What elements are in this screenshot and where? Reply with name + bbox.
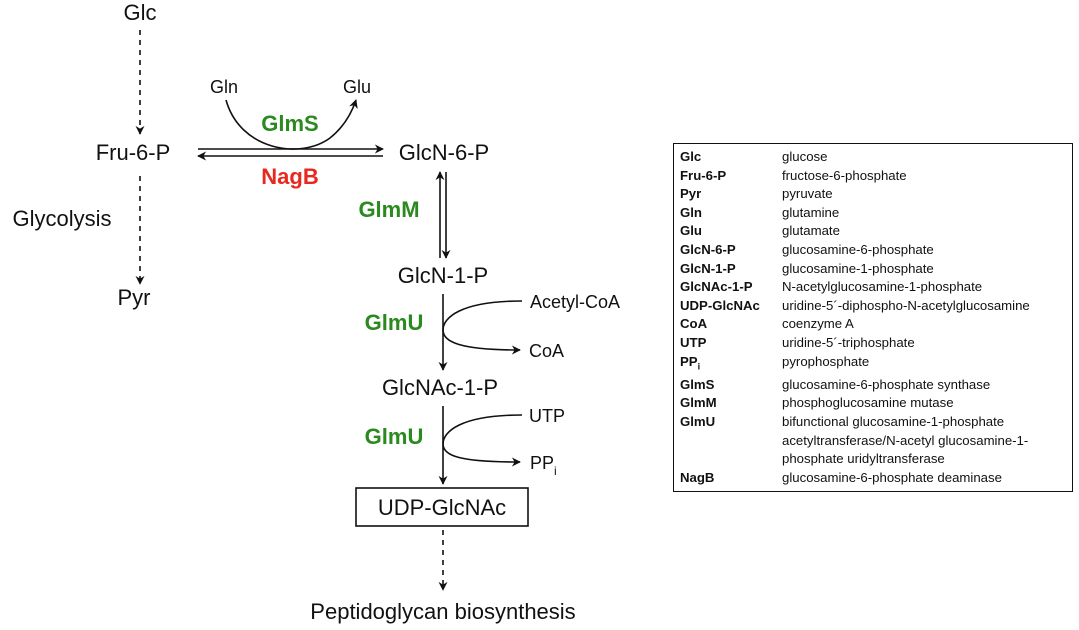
legend-definition: glucosamine-6-phosphate synthase — [782, 376, 991, 392]
legend-row: Glc glucose — [680, 148, 1066, 167]
legend-definition: uridine-5´-triphosphate — [782, 334, 915, 350]
legend-abbr: UDP-GlcNAc — [680, 297, 760, 313]
node-fru6p: Fru-6-P — [96, 140, 171, 165]
legend-row: GlmS glucosamine-6-phosphate synthase — [680, 376, 1066, 395]
legend-abbr: Glc — [680, 149, 702, 164]
legend-abbr: GlcN-6-P — [680, 241, 736, 257]
utp-ppi-arc — [442, 414, 523, 467]
legend-abbr: Fru-6-P — [680, 167, 727, 183]
enzyme-glmu-1: GlmU — [365, 310, 424, 335]
legend-abbr: GlcNAc-1-P — [680, 279, 753, 295]
legend-definition: phosphoglucosamine mutase — [782, 395, 954, 411]
legend-definition: fructose-6-phosphate — [782, 167, 907, 183]
enzyme-glmu-2: GlmU — [365, 424, 424, 449]
legend-row: UTP uridine-5´-triphosphate — [680, 334, 1066, 353]
legend-row: UDP-GlcNAc uridine-5´-diphospho-N-acetylg… — [680, 297, 1066, 316]
legend-definition: uridine-5´-diphospho-N-acetylglucosamine — [782, 297, 1030, 313]
legend-definition: pyrophosphate — [782, 353, 870, 369]
legend-abbr: Pyr — [680, 186, 702, 202]
legend-abbr: Glu — [680, 223, 702, 239]
legend-abbr: UTP — [680, 334, 707, 350]
legend-definition: glucose — [782, 149, 828, 164]
legend-row: Pyr pyruvate — [680, 185, 1066, 204]
enzyme-glmm: GlmM — [358, 197, 419, 222]
legend-row: GlcN-6-P glucosamine-6-phosphate — [680, 241, 1066, 260]
legend-abbr: CoA — [680, 316, 708, 332]
enzyme-glms: GlmS — [261, 111, 318, 136]
legend-abbr: PPi — [680, 353, 701, 372]
node-udpglcnac: UDP-GlcNAc — [378, 495, 506, 520]
legend-abbr: Gln — [680, 204, 702, 220]
legend-definition: glucosamine-6-phosphate — [782, 241, 934, 257]
node-peptidoglycan: Peptidoglycan biosynthesis — [310, 599, 575, 624]
legend-definition: pyruvate — [782, 186, 833, 202]
node-coa: CoA — [529, 341, 564, 361]
legend-row: GlcNAc-1-P N-acetylglucosamine-1-phosphat… — [680, 278, 1066, 297]
legend-definition: glucosamine-1-phosphate — [782, 260, 934, 276]
label-glycolysis: Glycolysis — [12, 206, 111, 231]
legend-row: GlmM phosphoglucosamine mutase — [680, 394, 1066, 413]
node-pyr: Pyr — [118, 285, 151, 310]
legend-row: GlcN-1-P glucosamine-1-phosphate — [680, 260, 1066, 279]
legend-row: Fru-6-P fructose-6-phosphate — [680, 167, 1066, 186]
legend-row: GlmU bifunctional glucosamine-1-phosphate… — [680, 413, 1066, 469]
legend-definition: N-acetylglucosamine-1-phosphate — [782, 279, 983, 295]
udpglcnac-box — [355, 487, 529, 527]
legend-abbr: GlmU — [680, 413, 716, 429]
node-gln: Gln — [210, 77, 238, 97]
node-glu: Glu — [343, 77, 371, 97]
node-glcn1p: GlcN-1-P — [398, 263, 488, 288]
legend-definition: bifunctional glucosamine-1-phosphate ace… — [782, 413, 1029, 467]
legend-abbr: GlmS — [680, 376, 715, 392]
legend-definition: glucosamine-6-phosphate deaminase — [782, 469, 1002, 485]
legend-row: PPi pyrophosphate — [680, 353, 1066, 376]
enzyme-nagb: NagB — [261, 164, 318, 189]
gln-glu-cosubstrate-arc — [225, 99, 358, 150]
legend-abbr: GlcN-1-P — [680, 260, 736, 276]
legend-row: NagB glucosamine-6-phosphate deaminase — [680, 469, 1066, 488]
node-utp: UTP — [529, 406, 565, 426]
node-ppi: PPi — [530, 453, 557, 478]
legend-definition: glutamate — [782, 223, 840, 239]
node-acetylcoa: Acetyl-CoA — [530, 292, 620, 312]
legend-row: Gln glutamine — [680, 204, 1066, 223]
legend-abbr: GlmM — [680, 395, 717, 411]
node-glc: Glc — [124, 0, 157, 25]
node-glcnac1p: GlcNAc-1-P — [382, 375, 498, 400]
legend-definition: coenzyme A — [782, 316, 854, 332]
pathway-diagram: Glc Fru-6-P Glycolysis Pyr Gln Glu GlmS … — [12, 0, 620, 624]
acetylcoa-coa-arc — [442, 300, 523, 355]
legend-abbr: NagB — [680, 469, 715, 485]
legend-row: CoA coenzyme A — [680, 315, 1066, 334]
node-glcn6p: GlcN-6-P — [399, 140, 489, 165]
legend-definition: glutamine — [782, 204, 840, 220]
legend-row: Glu glutamate — [680, 222, 1066, 241]
